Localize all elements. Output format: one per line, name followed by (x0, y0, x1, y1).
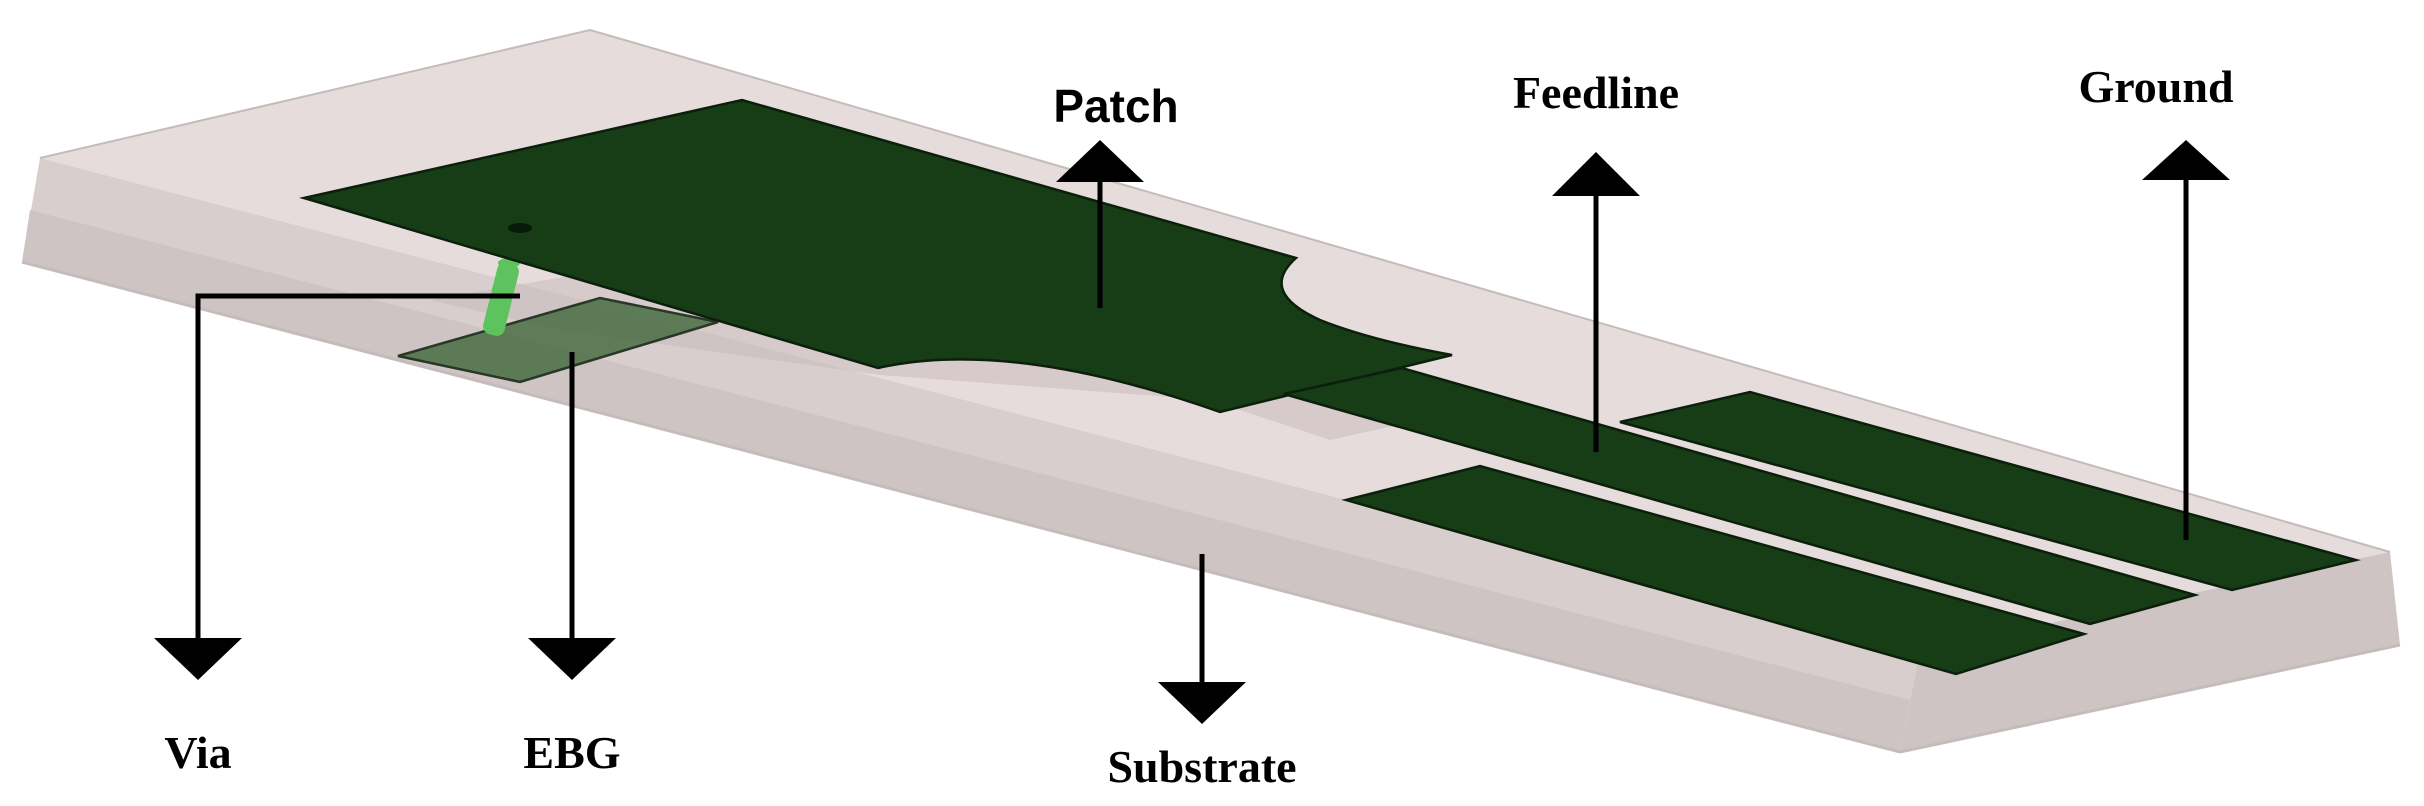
feedline-label: Feedline (1513, 67, 1679, 118)
substrate-arrow (1158, 554, 1246, 724)
ebg-arrow (528, 352, 616, 680)
substrate-label: Substrate (1107, 741, 1296, 792)
ebg-label: EBG (523, 727, 620, 778)
ground-plane-left (1341, 464, 2089, 676)
via-arrow (154, 293, 520, 680)
arrow-down-icon (528, 638, 616, 680)
arrow-up-icon (1056, 140, 1144, 182)
ebg-cell (397, 296, 719, 384)
ground-label: Ground (2078, 61, 2234, 112)
ground-plane-right (1619, 390, 2361, 592)
patch-label: Patch (1053, 80, 1178, 132)
arrow-down-icon (1158, 682, 1246, 724)
substrate-edge-line (21, 260, 2401, 754)
arrow-down-icon (154, 638, 242, 680)
via-cylinder (483, 262, 519, 336)
feedline-arrow (1552, 152, 1640, 452)
patch-radiator (299, 98, 1453, 414)
substrate-edge-line-back (39, 28, 2391, 553)
via-hole (508, 223, 532, 233)
arrow-up-icon (1552, 152, 1640, 196)
arrow-up-icon (2142, 140, 2230, 180)
substrate-right-face (1900, 552, 2400, 752)
ground-arrow (2142, 140, 2230, 540)
patch-arrow (1056, 140, 1144, 308)
via-label: Via (164, 727, 231, 778)
feedline-strip (1283, 366, 2200, 626)
